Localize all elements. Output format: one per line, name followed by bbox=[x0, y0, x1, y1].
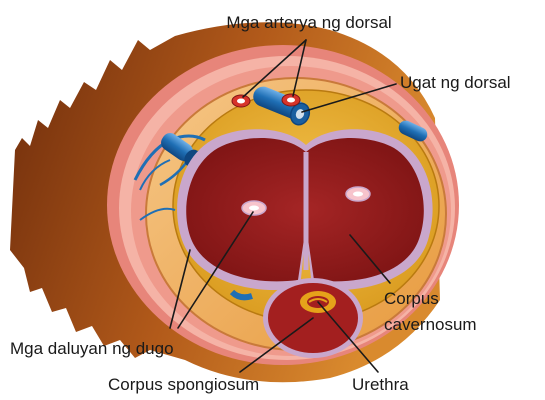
label-corpus-spongiosum: Corpus spongiosum bbox=[108, 375, 259, 394]
label-dorsal-vein: Ugat ng dorsal bbox=[400, 73, 511, 92]
label-corpus-cavernosum-line2: cavernosum bbox=[384, 315, 477, 334]
label-dorsal-arteries: Mga arterya ng dorsal bbox=[226, 13, 391, 32]
corpus-cavernosum bbox=[177, 129, 433, 290]
label-corpus-cavernosum-line1: Corpus bbox=[384, 289, 439, 308]
label-urethra: Urethra bbox=[352, 375, 409, 394]
label-blood-vessels: Mga daluyan ng dugo bbox=[10, 339, 174, 358]
